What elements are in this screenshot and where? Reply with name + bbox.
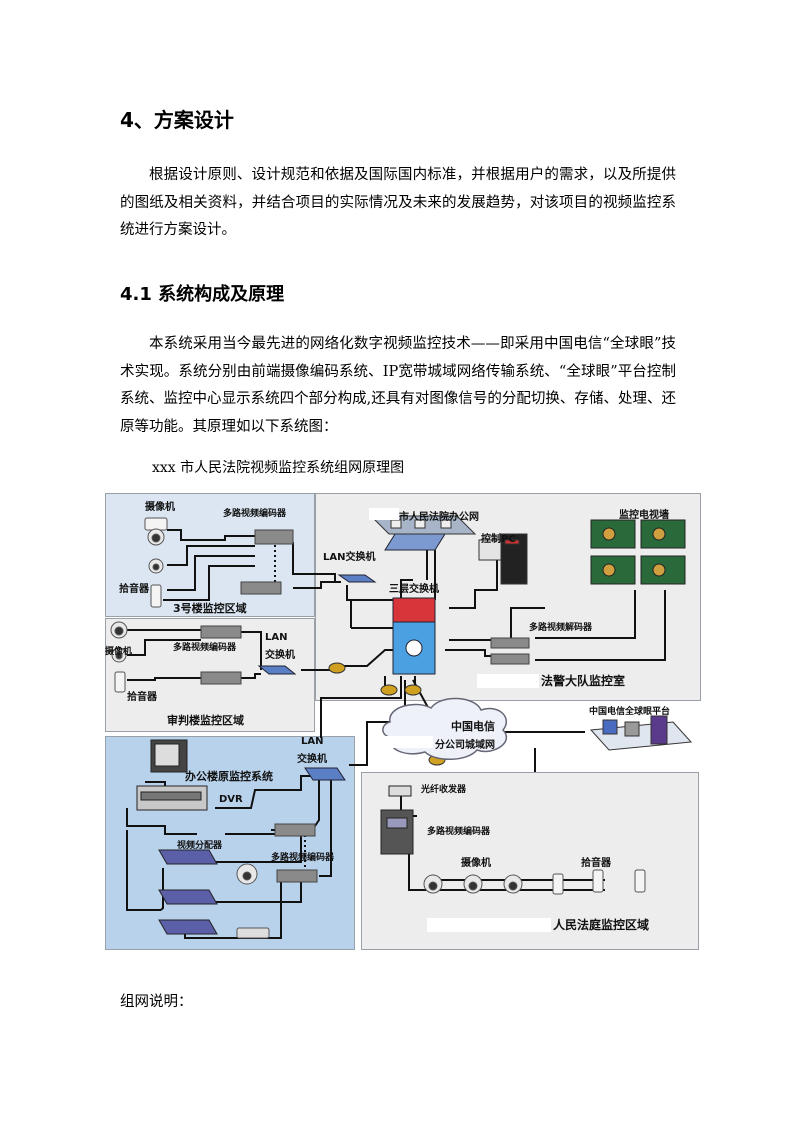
label-bangong-lan: LAN	[301, 736, 324, 747]
diagram-graphics	[110, 515, 693, 939]
footer-text: 组网说明：	[120, 994, 193, 1010]
label-control-pc: 控制PC	[481, 534, 516, 545]
label-l3-switch: 三层交换机	[389, 584, 439, 595]
label-cloud-1: 中国电信	[451, 720, 495, 733]
label-cloud-2: 分公司城域网	[435, 740, 495, 751]
label-platform: 中国电信全球眼平台	[589, 707, 671, 717]
label-3hao-mic: 拾音器	[119, 584, 149, 595]
zone-center	[315, 493, 701, 701]
heading-section-4: 4、方案设计	[120, 108, 234, 132]
label-bangong-title: 办公楼原监控系统	[185, 770, 273, 783]
label-center-lan: LAN交换机	[323, 552, 376, 563]
label-bangong-encoder: 多路视频编码器	[271, 853, 335, 863]
label-court-mic: 拾音器	[581, 858, 611, 869]
label-distributor: 视频分配器	[177, 841, 223, 851]
label-decoder: 多路视频解码器	[529, 623, 593, 633]
label-bangong-lan2: 交换机	[297, 754, 327, 765]
heading-section-4-1: 4.1 系统构成及原理	[120, 284, 285, 305]
redaction	[375, 736, 433, 748]
paragraph-design: 根据设计原则、设计规范和依据及国际国内标准，并根据用户的需求，以及所提供的图纸及…	[120, 167, 676, 238]
label-court-title: 人民法庭监控区域	[553, 918, 650, 932]
label-shenpan-encoder: 多路视频编码器	[173, 643, 237, 653]
label-shenpan-mic: 拾音器	[127, 692, 157, 703]
label-shenpan-lan2: 交换机	[265, 650, 295, 661]
label-office-net: 市人民法院办公网	[399, 512, 479, 523]
label-center-title: 法警大队监控室	[541, 674, 626, 688]
diagram-caption: xxx 市人民法院视频监控系统组网原理图	[152, 460, 405, 476]
label-fiber: 光纤收发器	[421, 785, 467, 795]
redaction	[427, 918, 551, 932]
redaction	[477, 674, 539, 688]
label-shenpan-camera: 摄像机	[105, 647, 133, 657]
label-dvr: DVR	[219, 794, 243, 805]
label-shenpan-title: 审判楼监控区域	[167, 714, 244, 727]
label-court-camera: 摄像机	[461, 858, 491, 869]
label-3hao-encoder: 多路视频编码器	[223, 509, 287, 519]
label-shenpan-lan: LAN	[265, 632, 288, 643]
label-tv-wall: 监控电视墙	[619, 510, 669, 521]
paragraph-system: 本系统采用当今最先进的网络化数字视频监控技术——即采用中国电信“全球眼”技术实现…	[120, 336, 676, 435]
core-switch	[392, 597, 436, 675]
label-3hao-camera: 摄像机	[145, 502, 175, 513]
label-court-encoder: 多路视频编码器	[427, 827, 491, 837]
redaction	[369, 508, 399, 520]
network-diagram: 摄像机 多路视频编码器 拾音器 3号楼监控区域 摄像机 多路视频编码器 LAN …	[105, 490, 701, 954]
label-3hao-title: 3号楼监控区域	[173, 602, 247, 615]
